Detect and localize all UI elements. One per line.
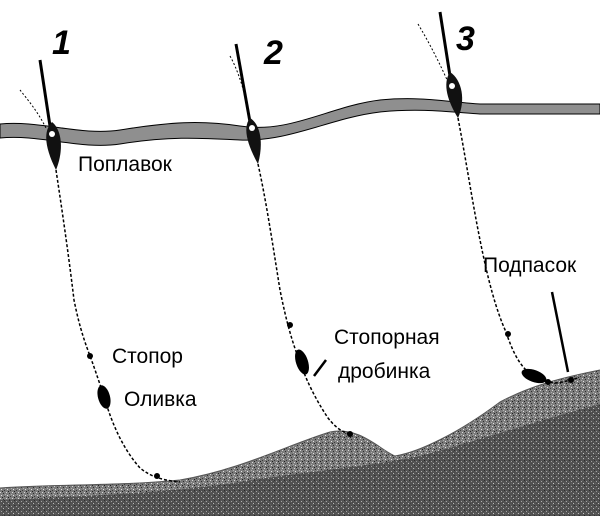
- rig-2-shot: [287, 322, 293, 328]
- rig-3-hook: [568, 377, 574, 383]
- water-surface: [0, 98, 600, 146]
- rig-3-float-ring: [449, 83, 455, 89]
- rig-2-leader-line: [257, 163, 351, 435]
- rig-2-float-antenna: [234, 43, 252, 123]
- label-olive: Оливка: [124, 388, 197, 411]
- label-stop-shot-line1: Стопорная: [334, 326, 440, 349]
- rig-1-leader-line: [55, 169, 181, 483]
- lake-bottom-deep: [0, 404, 600, 516]
- rig-3-leader-line: [457, 117, 579, 384]
- rig-1-number: 1: [52, 24, 71, 62]
- rig-2-hook: [347, 431, 353, 437]
- rig-3-shot: [505, 331, 511, 337]
- rig-1-olive-sinker: [97, 385, 111, 409]
- rig-1-stopper: [87, 353, 93, 359]
- rig-3-float-antenna: [438, 11, 452, 77]
- label-stopper: Стопор: [112, 345, 183, 368]
- rig-3: [417, 11, 579, 385]
- rig-2-olive-sinker: [295, 349, 309, 375]
- rig-2-stop-shot-pointer: [313, 359, 327, 377]
- rig-1-hook: [154, 473, 160, 479]
- rig-3-underlead-shot: [545, 379, 551, 385]
- rig-1-rod-line: [19, 89, 47, 129]
- label-underlead: Подпасок: [483, 254, 577, 277]
- rig-2-float-ring: [249, 125, 255, 131]
- rig-2: [229, 43, 353, 437]
- rig-2-number: 2: [263, 34, 283, 72]
- rig-1: [19, 59, 181, 483]
- rig-3-underlead-pointer: [550, 291, 570, 373]
- label-float: Поплавок: [78, 153, 173, 176]
- rig-1-float-ring: [49, 131, 55, 137]
- rig-3-float-body: [446, 72, 463, 118]
- rig-1-float-antenna: [38, 59, 52, 127]
- rig-2-float-body: [246, 118, 261, 164]
- label-stop-shot-line2: дробинка: [338, 360, 431, 383]
- rig-3-olive-sinker: [521, 368, 547, 384]
- rig-3-number: 3: [456, 20, 475, 58]
